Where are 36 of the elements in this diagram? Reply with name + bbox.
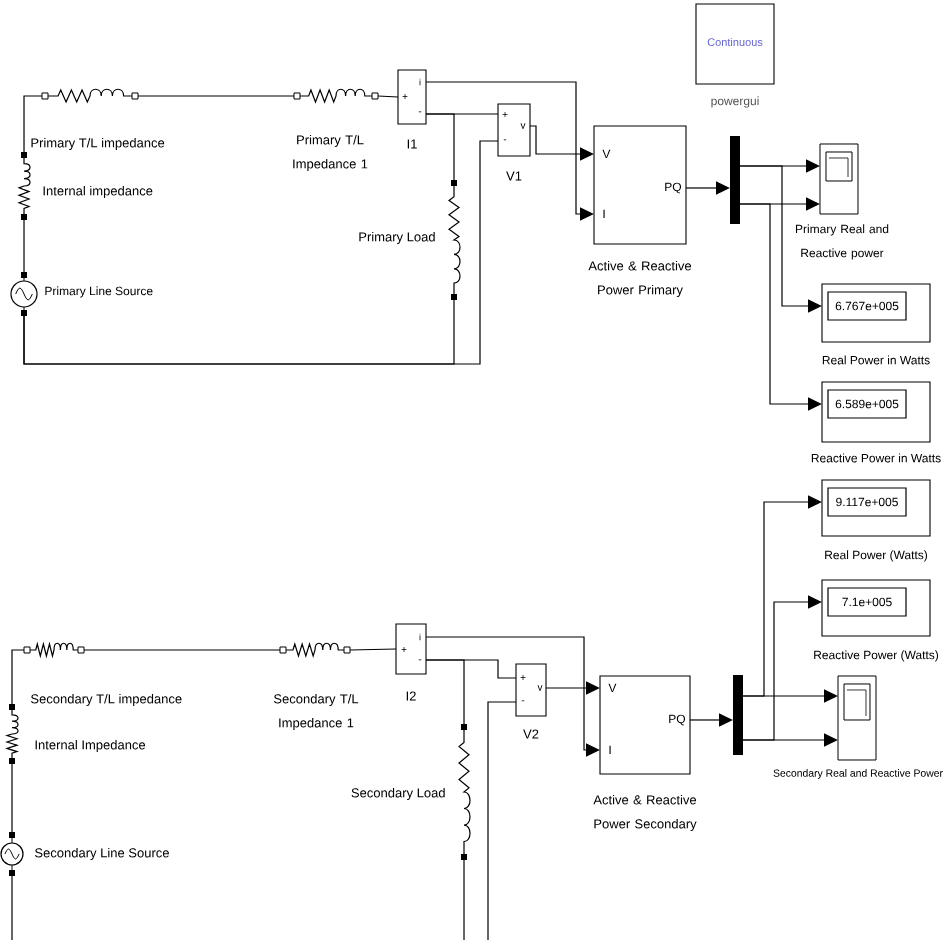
- signal-arrow: [742, 689, 838, 703]
- resistor-inductor-symbol: [458, 724, 471, 860]
- wire: [11, 763, 13, 833]
- signal-arrow: [529, 125, 594, 161]
- wire: [23, 219, 25, 273]
- wire: [137, 95, 295, 97]
- resistor-inductor-symbol: [448, 180, 461, 300]
- scope-block: [837, 675, 877, 761]
- resistor-inductor-symbol: [279, 642, 351, 657]
- resistor-inductor-symbol: [41, 88, 139, 103]
- signal-arrow: [739, 165, 822, 313]
- resistor-inductor-symbol: [293, 88, 379, 103]
- wire: [463, 859, 465, 940]
- wire: [377, 95, 399, 98]
- wire: [425, 659, 465, 725]
- signal-arrow: [685, 181, 730, 195]
- wire: [23, 140, 499, 365]
- ac-source-symbol: [0, 832, 24, 876]
- resistor-inductor-symbol: [6, 704, 19, 764]
- wire: [11, 875, 13, 940]
- ac-source-symbol: [10, 272, 38, 316]
- signal-arrow: [689, 713, 733, 727]
- signal-arrow: [742, 733, 838, 747]
- resistor-inductor-symbol: [18, 152, 31, 220]
- signal-arrow: [425, 636, 600, 757]
- wire: [11, 649, 25, 705]
- wire: [23, 95, 43, 153]
- signal-arrow: [425, 81, 594, 221]
- signal-arrow: [739, 203, 822, 411]
- resistor-inductor-symbol: [23, 642, 85, 657]
- wire: [83, 649, 281, 651]
- wire: [425, 113, 455, 181]
- wire: [349, 648, 397, 651]
- wire: [487, 701, 517, 940]
- signal-arrow: [545, 681, 600, 695]
- scope-block: [819, 143, 859, 215]
